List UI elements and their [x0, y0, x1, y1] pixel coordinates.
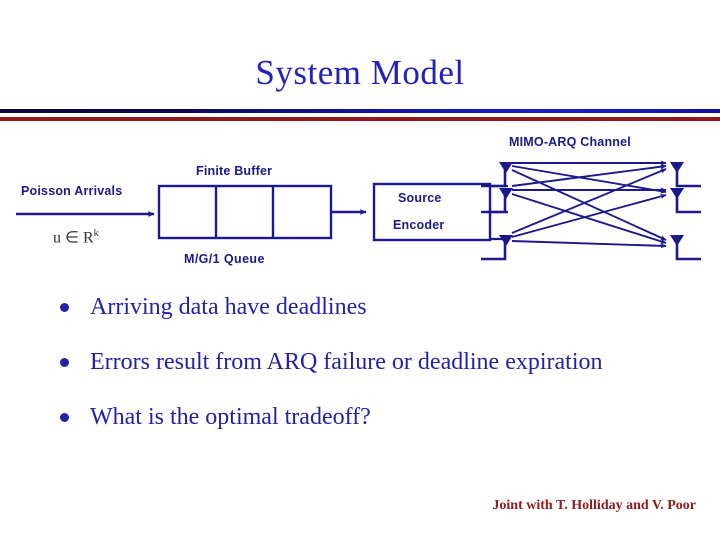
- input-symbol-base: u ∈ R: [53, 229, 94, 247]
- bullet-list: Arriving data have deadlines Errors resu…: [60, 292, 660, 457]
- label-input-signal-space: u ∈ Rk: [53, 229, 99, 246]
- list-item: What is the optimal tradeoff?: [60, 402, 660, 433]
- rx-antenna-1: [670, 162, 701, 188]
- rx-antenna-2: [670, 188, 701, 214]
- finite-buffer-box: [157, 184, 333, 240]
- bullet-dot-icon: [60, 303, 69, 312]
- list-item: Errors result from ARQ failure or deadli…: [60, 347, 660, 378]
- encoder-to-tx-feeders: [490, 184, 508, 241]
- bullet-dot-icon: [60, 358, 69, 367]
- bullet-text: Arriving data have deadlines: [90, 294, 367, 320]
- bullet-dot-icon: [60, 413, 69, 422]
- label-poisson-arrivals: Poisson Arrivals: [21, 184, 123, 198]
- title-divider-red: [0, 117, 720, 121]
- footer-credit: Joint with T. Holliday and V. Poor: [492, 498, 696, 513]
- page-title: System Model: [255, 53, 465, 92]
- bullet-text: Errors result from ARQ failure or deadli…: [90, 349, 603, 375]
- label-finite-buffer: Finite Buffer: [196, 164, 273, 178]
- list-item: Arriving data have deadlines: [60, 292, 660, 323]
- label-mimo-arq-channel: MIMO-ARQ Channel: [509, 135, 631, 149]
- bullet-text: What is the optimal tradeoff?: [90, 404, 371, 430]
- title-divider-blue: [0, 109, 720, 113]
- input-symbol-exponent: k: [93, 228, 99, 239]
- tx-antenna-3: [481, 235, 513, 261]
- tx-antenna-2: [481, 188, 513, 214]
- label-encoder: Encoder: [393, 218, 445, 232]
- label-mg1-queue: M/G/1 Queue: [184, 252, 265, 266]
- rx-antenna-3: [670, 235, 701, 261]
- tx-antenna-1: [481, 162, 513, 188]
- mimo-channel-links: [511, 160, 667, 249]
- label-source: Source: [398, 191, 442, 205]
